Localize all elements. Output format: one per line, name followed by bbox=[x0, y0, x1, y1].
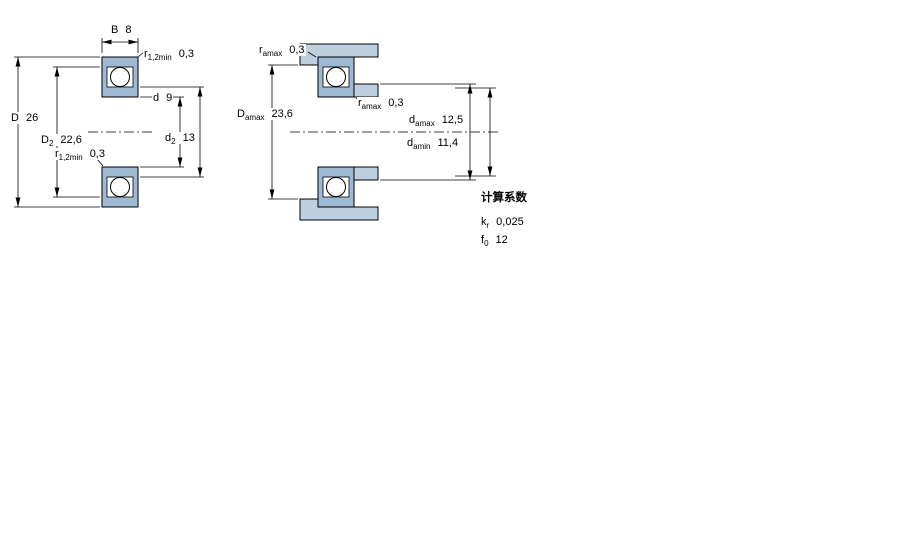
dim-value: 0,3 bbox=[89, 148, 105, 160]
dim-symbol: D bbox=[237, 108, 245, 120]
dim-subscript: 2 bbox=[48, 139, 54, 149]
factor-f0: f0 12 bbox=[480, 234, 509, 249]
dim-symbol: r bbox=[259, 44, 263, 56]
right-mounting-view bbox=[290, 43, 500, 221]
factor-subscript: 0 bbox=[484, 239, 489, 249]
dim-value: 8 bbox=[125, 24, 132, 36]
factor-subscript: r bbox=[486, 221, 490, 231]
dim-subscript: amax bbox=[262, 49, 283, 59]
calculation-factors-title: 计算系数 bbox=[480, 192, 528, 204]
dim-value: 23,6 bbox=[271, 108, 293, 120]
left-section-view bbox=[88, 56, 152, 208]
dim-symbol: d bbox=[407, 137, 414, 149]
dim-value: 0,3 bbox=[178, 48, 194, 60]
dim-label-Da-max: Damax 23,6 bbox=[236, 108, 294, 123]
dim-label-da-min: damin 11,4 bbox=[406, 137, 460, 152]
dim-label-d2: d2 13 bbox=[164, 132, 196, 147]
dim-subscript: 1,2min bbox=[58, 153, 83, 163]
dim-value: 13 bbox=[182, 132, 195, 144]
factor-kr: kr 0,025 bbox=[480, 216, 525, 231]
dim-subscript: amax bbox=[361, 102, 382, 112]
dim-label-r12min-top: r1,2min 0,3 bbox=[143, 48, 195, 63]
dim-value: 0,3 bbox=[388, 97, 404, 109]
ball bbox=[110, 67, 130, 87]
ball bbox=[326, 67, 346, 87]
shaft-shoulder-top bbox=[353, 83, 379, 98]
dim-subscript: amax bbox=[415, 119, 435, 129]
leader-line-ra-top bbox=[307, 51, 317, 58]
ball bbox=[326, 177, 346, 197]
ball bbox=[110, 177, 130, 197]
dim-symbol: r bbox=[55, 148, 59, 160]
dim-value: 11,4 bbox=[437, 137, 459, 149]
dim-subscript: 2 bbox=[171, 137, 176, 147]
dim-label-ra-max-side: ramax 0,3 bbox=[357, 97, 405, 112]
dim-value: 9 bbox=[166, 92, 173, 104]
dim-value: 12,5 bbox=[441, 114, 464, 126]
dim-subscript: amin bbox=[413, 142, 431, 152]
dim-subscript: amax bbox=[244, 113, 265, 123]
section-title-text: 计算系数 bbox=[481, 192, 527, 204]
dim-symbol: B bbox=[111, 24, 119, 36]
dim-label-da-max: damax 12,5 bbox=[408, 114, 465, 129]
right-dimension-lines bbox=[268, 51, 496, 200]
dim-label-r12min-bottom: r1,2min 0,3 bbox=[54, 148, 106, 163]
dim-symbol: r bbox=[358, 97, 362, 109]
dim-label-D: D 26 bbox=[10, 112, 40, 124]
dim-subscript: 1,2min bbox=[147, 53, 172, 63]
dim-symbol: d bbox=[409, 114, 416, 126]
factor-value: 12 bbox=[495, 234, 508, 246]
dim-value: 26 bbox=[25, 112, 39, 124]
factor-symbol: k bbox=[481, 216, 487, 228]
dim-value: 0,3 bbox=[289, 44, 305, 56]
dim-symbol: d bbox=[153, 92, 160, 104]
dim-symbol: d bbox=[165, 132, 172, 144]
dim-symbol: D bbox=[41, 134, 49, 146]
dim-symbol: D bbox=[11, 112, 19, 124]
leader-line-r12-bottom bbox=[96, 158, 104, 167]
factor-value: 0,025 bbox=[496, 216, 524, 228]
dim-value: 22,6 bbox=[60, 134, 82, 146]
dim-label-ra-max-top: ramax 0,3 bbox=[258, 44, 306, 59]
dim-label-D2: D2 22,6 bbox=[40, 134, 83, 149]
factor-symbol: f bbox=[481, 234, 485, 246]
shaft-shoulder-bottom bbox=[353, 166, 379, 181]
dim-symbol: r bbox=[144, 48, 148, 60]
